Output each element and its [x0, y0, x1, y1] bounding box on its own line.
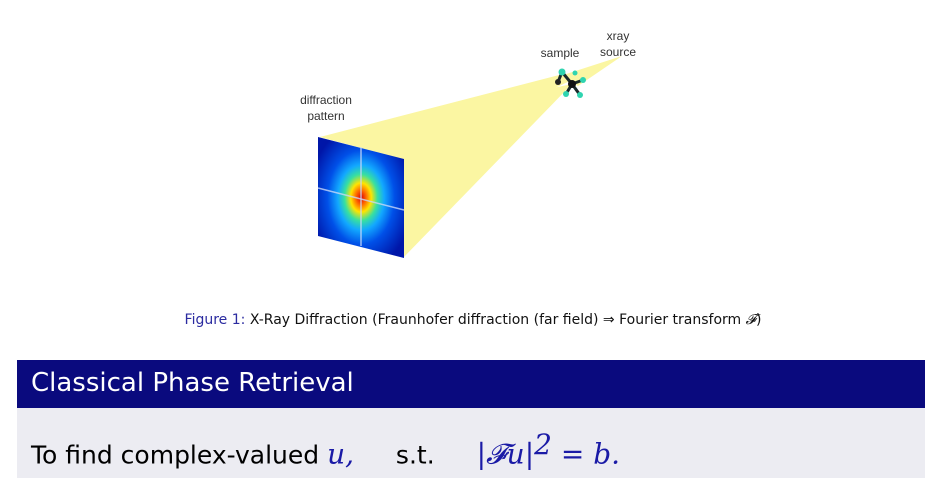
- xray-source-beam: [560, 56, 622, 86]
- xray-source-label-line1: xray: [607, 29, 630, 43]
- section-header: Classical Phase Retrieval: [17, 360, 925, 408]
- statement-equation-rhs: = b.: [551, 437, 621, 471]
- statement-variable: u,: [327, 437, 355, 471]
- diffraction-pattern-label-line2: pattern: [307, 109, 344, 123]
- statement-prefix: To find complex-valued: [31, 440, 320, 470]
- section-title: Classical Phase Retrieval: [31, 368, 354, 398]
- sample-molecule-icon: [555, 68, 586, 98]
- xray-beam-lower: [320, 84, 572, 258]
- statement-panel: To find complex-valued u, s.t. |𝓕u|2 = b…: [17, 408, 925, 478]
- figure-caption-close: ): [755, 312, 762, 328]
- xray-source-label-line2: source: [600, 45, 636, 59]
- diffraction-pattern-label-line1: diffraction: [300, 93, 352, 107]
- statement-exponent: 2: [534, 428, 552, 461]
- figure-caption-label: Figure 1:: [184, 312, 246, 328]
- problem-statement: To find complex-valued u, s.t. |𝓕u|2 = b…: [31, 428, 620, 471]
- statement-equation-lhs: |𝓕u|: [476, 437, 535, 471]
- sample-label: sample: [541, 46, 580, 60]
- detector-crosshair-horizontal: [317, 187, 405, 211]
- figure-caption: Figure 1: X-Ray Diffraction (Fraunhofer …: [0, 312, 946, 328]
- fourier-symbol: 𝓕: [745, 312, 756, 328]
- statement-such-that: s.t.: [395, 440, 435, 470]
- figure-caption-text: X-Ray Diffraction (Fraunhofer diffractio…: [249, 312, 742, 328]
- xray-diffraction-figure: diffraction pattern sample xray source: [300, 29, 636, 258]
